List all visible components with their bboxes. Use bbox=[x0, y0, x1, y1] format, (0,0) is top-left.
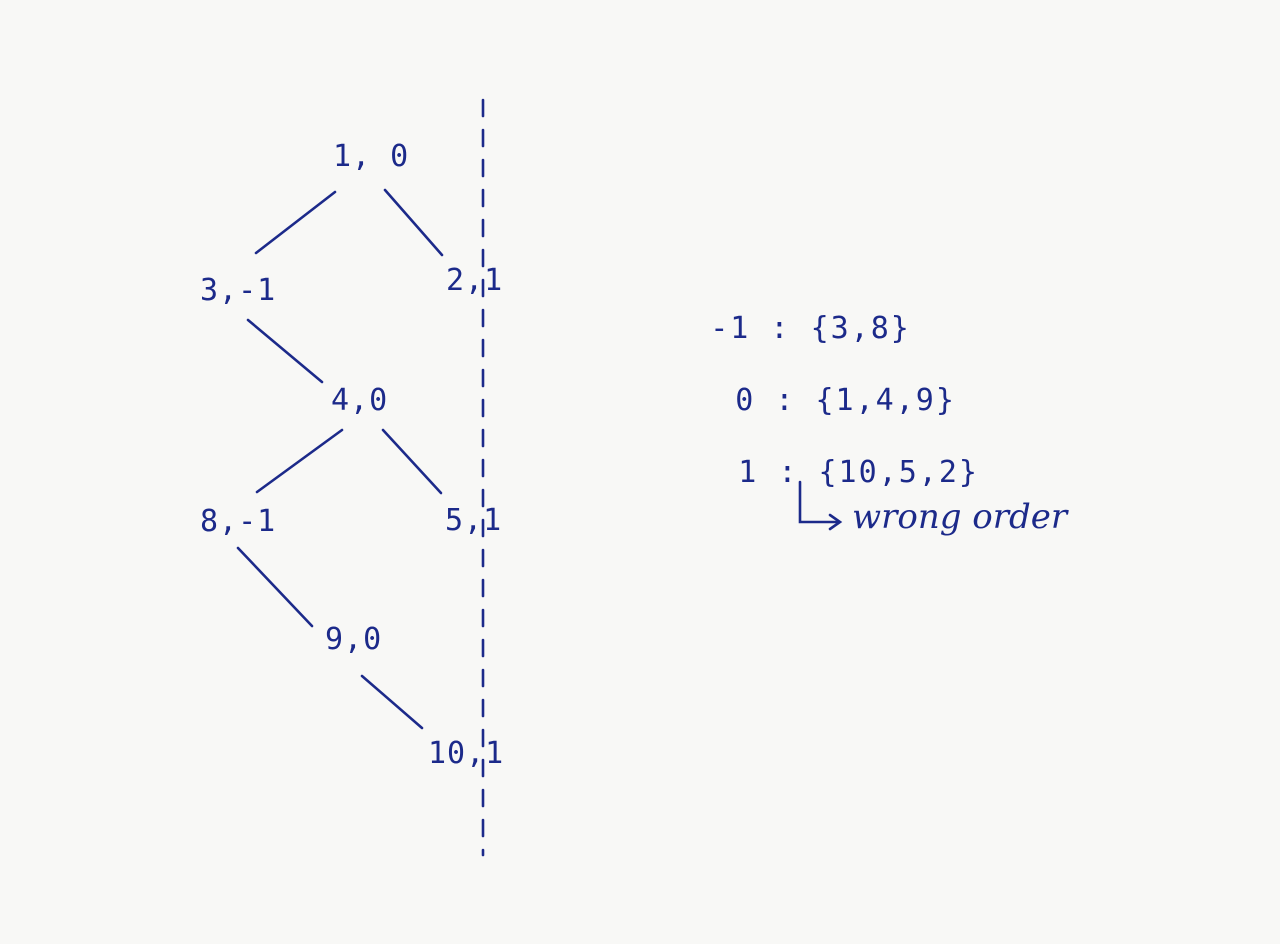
tree-node: 9,0 bbox=[325, 622, 383, 657]
hook-arrow bbox=[798, 480, 840, 524]
tree-node: 8,-1 bbox=[200, 504, 277, 539]
edge-4-8 bbox=[255, 428, 344, 494]
wrong-order-note: wrong order bbox=[852, 497, 1068, 537]
mapping-separator: : bbox=[755, 383, 816, 418]
edge-1-3 bbox=[254, 190, 337, 255]
mapping-separator: : bbox=[750, 311, 811, 346]
edge-4-5 bbox=[381, 428, 443, 495]
edge-8-9 bbox=[236, 546, 314, 628]
mapping-key: 1 bbox=[738, 455, 759, 490]
tree-node: 4,0 bbox=[331, 383, 389, 418]
tree-node: 2,1 bbox=[446, 263, 504, 298]
mapping-row: 0 : {1,4,9} bbox=[655, 356, 956, 446]
mapping-values: {1,4,9} bbox=[815, 383, 956, 418]
mapping-values: {10,5,2} bbox=[818, 455, 979, 490]
edge-9-10 bbox=[360, 674, 424, 730]
tree-node: 10,1 bbox=[428, 736, 505, 771]
edge-3-4 bbox=[246, 318, 324, 384]
edge-1-2 bbox=[383, 188, 444, 257]
tree-node: 1, 0 bbox=[333, 139, 410, 174]
mapping-key: -1 bbox=[710, 311, 751, 346]
arrow-head bbox=[828, 513, 843, 531]
mapping-values: {3,8} bbox=[810, 311, 911, 346]
mapping-key: 0 bbox=[735, 383, 756, 418]
mapping-row: 1 : {10,5,2} bbox=[658, 428, 979, 518]
mapping-separator: : bbox=[758, 455, 819, 490]
tree-node: 5,1 bbox=[445, 503, 503, 538]
mapping-row: -1 : {3,8} bbox=[630, 284, 911, 374]
tree-node: 3,-1 bbox=[200, 273, 277, 308]
